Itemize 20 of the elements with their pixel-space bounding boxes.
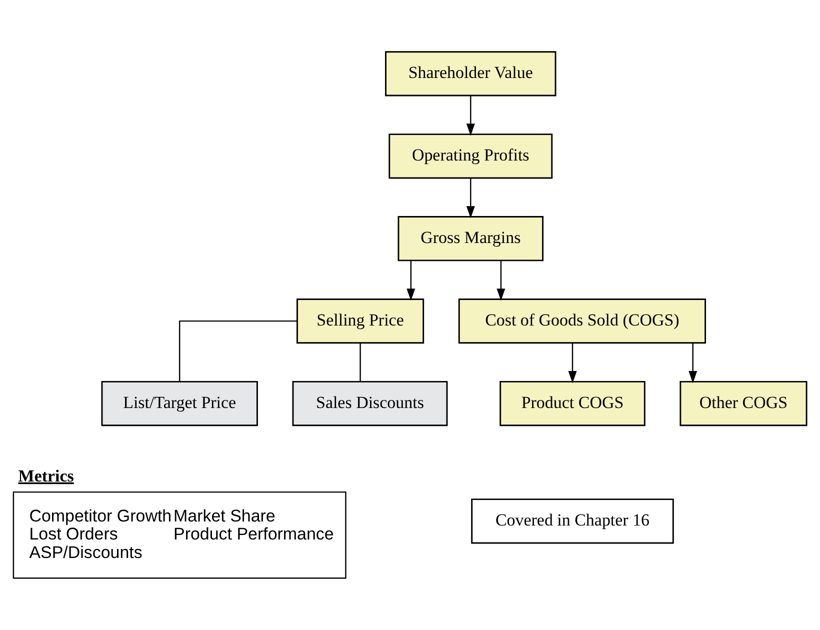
arrow [568,343,577,384]
arrow [496,260,506,301]
node-box: Gross Margins [398,216,544,262]
arrow [406,260,416,301]
node-box: Product COGS [500,380,646,426]
arrow [688,343,698,384]
arrow [466,178,475,218]
node-box: List/Target Price [101,380,258,426]
node-box: Operating Profits [388,134,553,179]
node-box: Sales Discounts [292,380,448,426]
connector [360,343,361,382]
node-label: Metrics [18,466,74,486]
connector [178,320,298,382]
node-box: Covered in Chapter 16 [471,498,674,544]
arrow [466,96,475,136]
node-box: Other COGS [680,380,808,426]
node-box: Shareholder Value [385,51,556,96]
node-box: Cost of Goods Sold (COGS) [458,298,706,344]
node-box: Selling Price [296,298,424,344]
node-box: Competitor Growth Lost Orders ASP/Discounts Market Share Product Performance [12,491,346,579]
